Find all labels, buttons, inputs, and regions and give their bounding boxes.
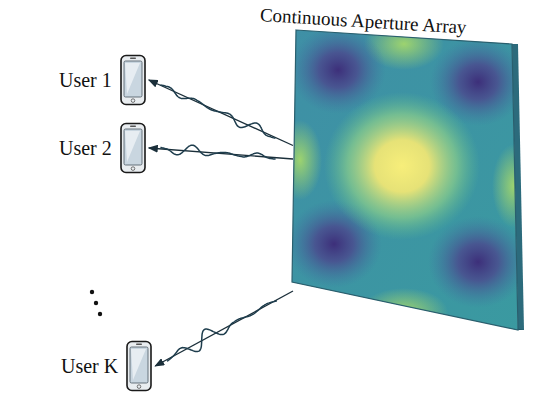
field-heatmap	[278, 18, 536, 340]
user-device: User K	[60, 340, 153, 392]
phone-icon	[125, 340, 153, 392]
aperture-panel: Continuous Aperture Array	[292, 30, 520, 330]
user-device: User 1	[58, 54, 147, 106]
user-device: User 2	[58, 122, 147, 174]
phone-icon	[119, 122, 147, 174]
user-label: User 2	[58, 137, 113, 160]
array-heading: Continuous Aperture Array	[259, 4, 467, 39]
signal-wave	[149, 80, 293, 146]
user-label: User 1	[58, 69, 113, 92]
phone-icon	[119, 54, 147, 106]
ellipsis-dots	[90, 290, 102, 316]
user-label: User K	[60, 355, 119, 378]
signal-wave	[155, 291, 293, 366]
signal-wave	[149, 145, 293, 159]
